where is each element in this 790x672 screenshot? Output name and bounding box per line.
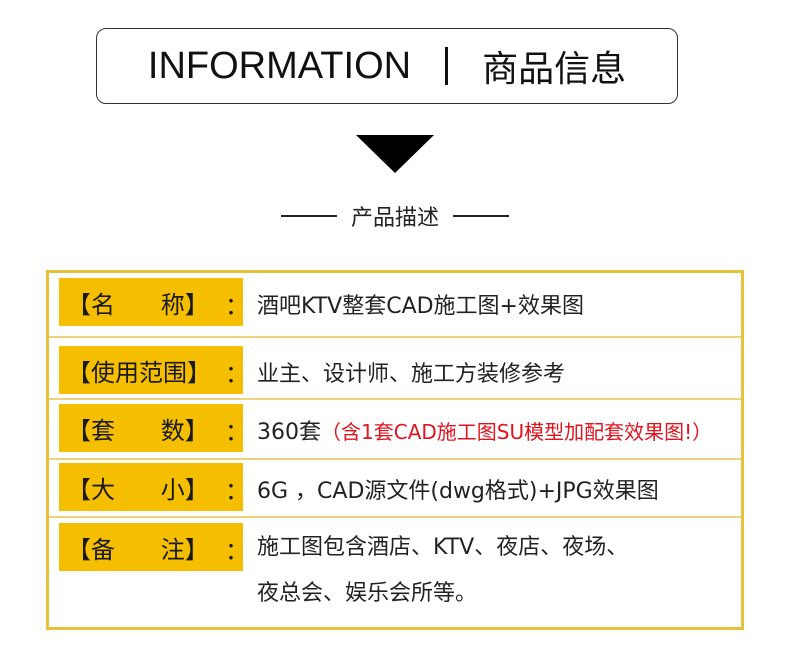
colon: ： — [225, 292, 249, 320]
value-set-count: 360套（含1套CAD施工图SU模型加配套效果图!） — [257, 414, 712, 446]
down-triangle-icon — [356, 135, 434, 173]
subtitle-text: 产品描述 — [350, 206, 439, 231]
colon: ： — [225, 418, 249, 446]
label-remarks: 【备 注】 — [59, 523, 243, 571]
info-header-box: INFORMATION 商品信息 — [96, 28, 678, 104]
row-divider — [49, 398, 741, 400]
row-divider — [49, 458, 741, 460]
value-remarks-line2: 夜总会、娱乐会所等。 — [257, 581, 478, 606]
header-separator — [445, 47, 449, 85]
label-size: 【大 小】 — [59, 463, 243, 511]
subtitle-left-line — [280, 215, 337, 217]
value-name: 酒吧KTV整套CAD施工图+效果图 — [257, 294, 584, 319]
header-title-cn: 商品信息 — [482, 49, 627, 90]
product-info-table: 【名 称】 ： 酒吧KTV整套CAD施工图+效果图 【使用范围】 ： 业主、设计… — [46, 270, 744, 630]
label-set-count: 【套 数】 — [59, 404, 243, 452]
value-size: 6G ，CAD源文件(dwg格式)+JPG效果图 — [257, 479, 659, 504]
set-count-number: 360套 — [257, 420, 321, 445]
header-title-en: INFORMATION — [147, 44, 412, 87]
row-divider — [49, 336, 741, 338]
colon: ： — [225, 360, 249, 388]
label-name: 【名 称】 — [59, 278, 243, 326]
label-usage-scope: 【使用范围】 — [59, 346, 243, 394]
value-usage-scope: 业主、设计师、施工方装修参考 — [257, 362, 566, 387]
value-remarks-line1: 施工图包含酒店、KTV、夜店、夜场、 — [257, 535, 629, 560]
row-divider — [49, 516, 741, 518]
subtitle-right-line — [453, 215, 509, 217]
section-subtitle: 产品描述 — [0, 200, 790, 232]
colon: ： — [225, 477, 249, 505]
set-count-note: （含1套CAD施工图SU模型加配套效果图!） — [321, 420, 713, 444]
colon: ： — [225, 537, 249, 565]
